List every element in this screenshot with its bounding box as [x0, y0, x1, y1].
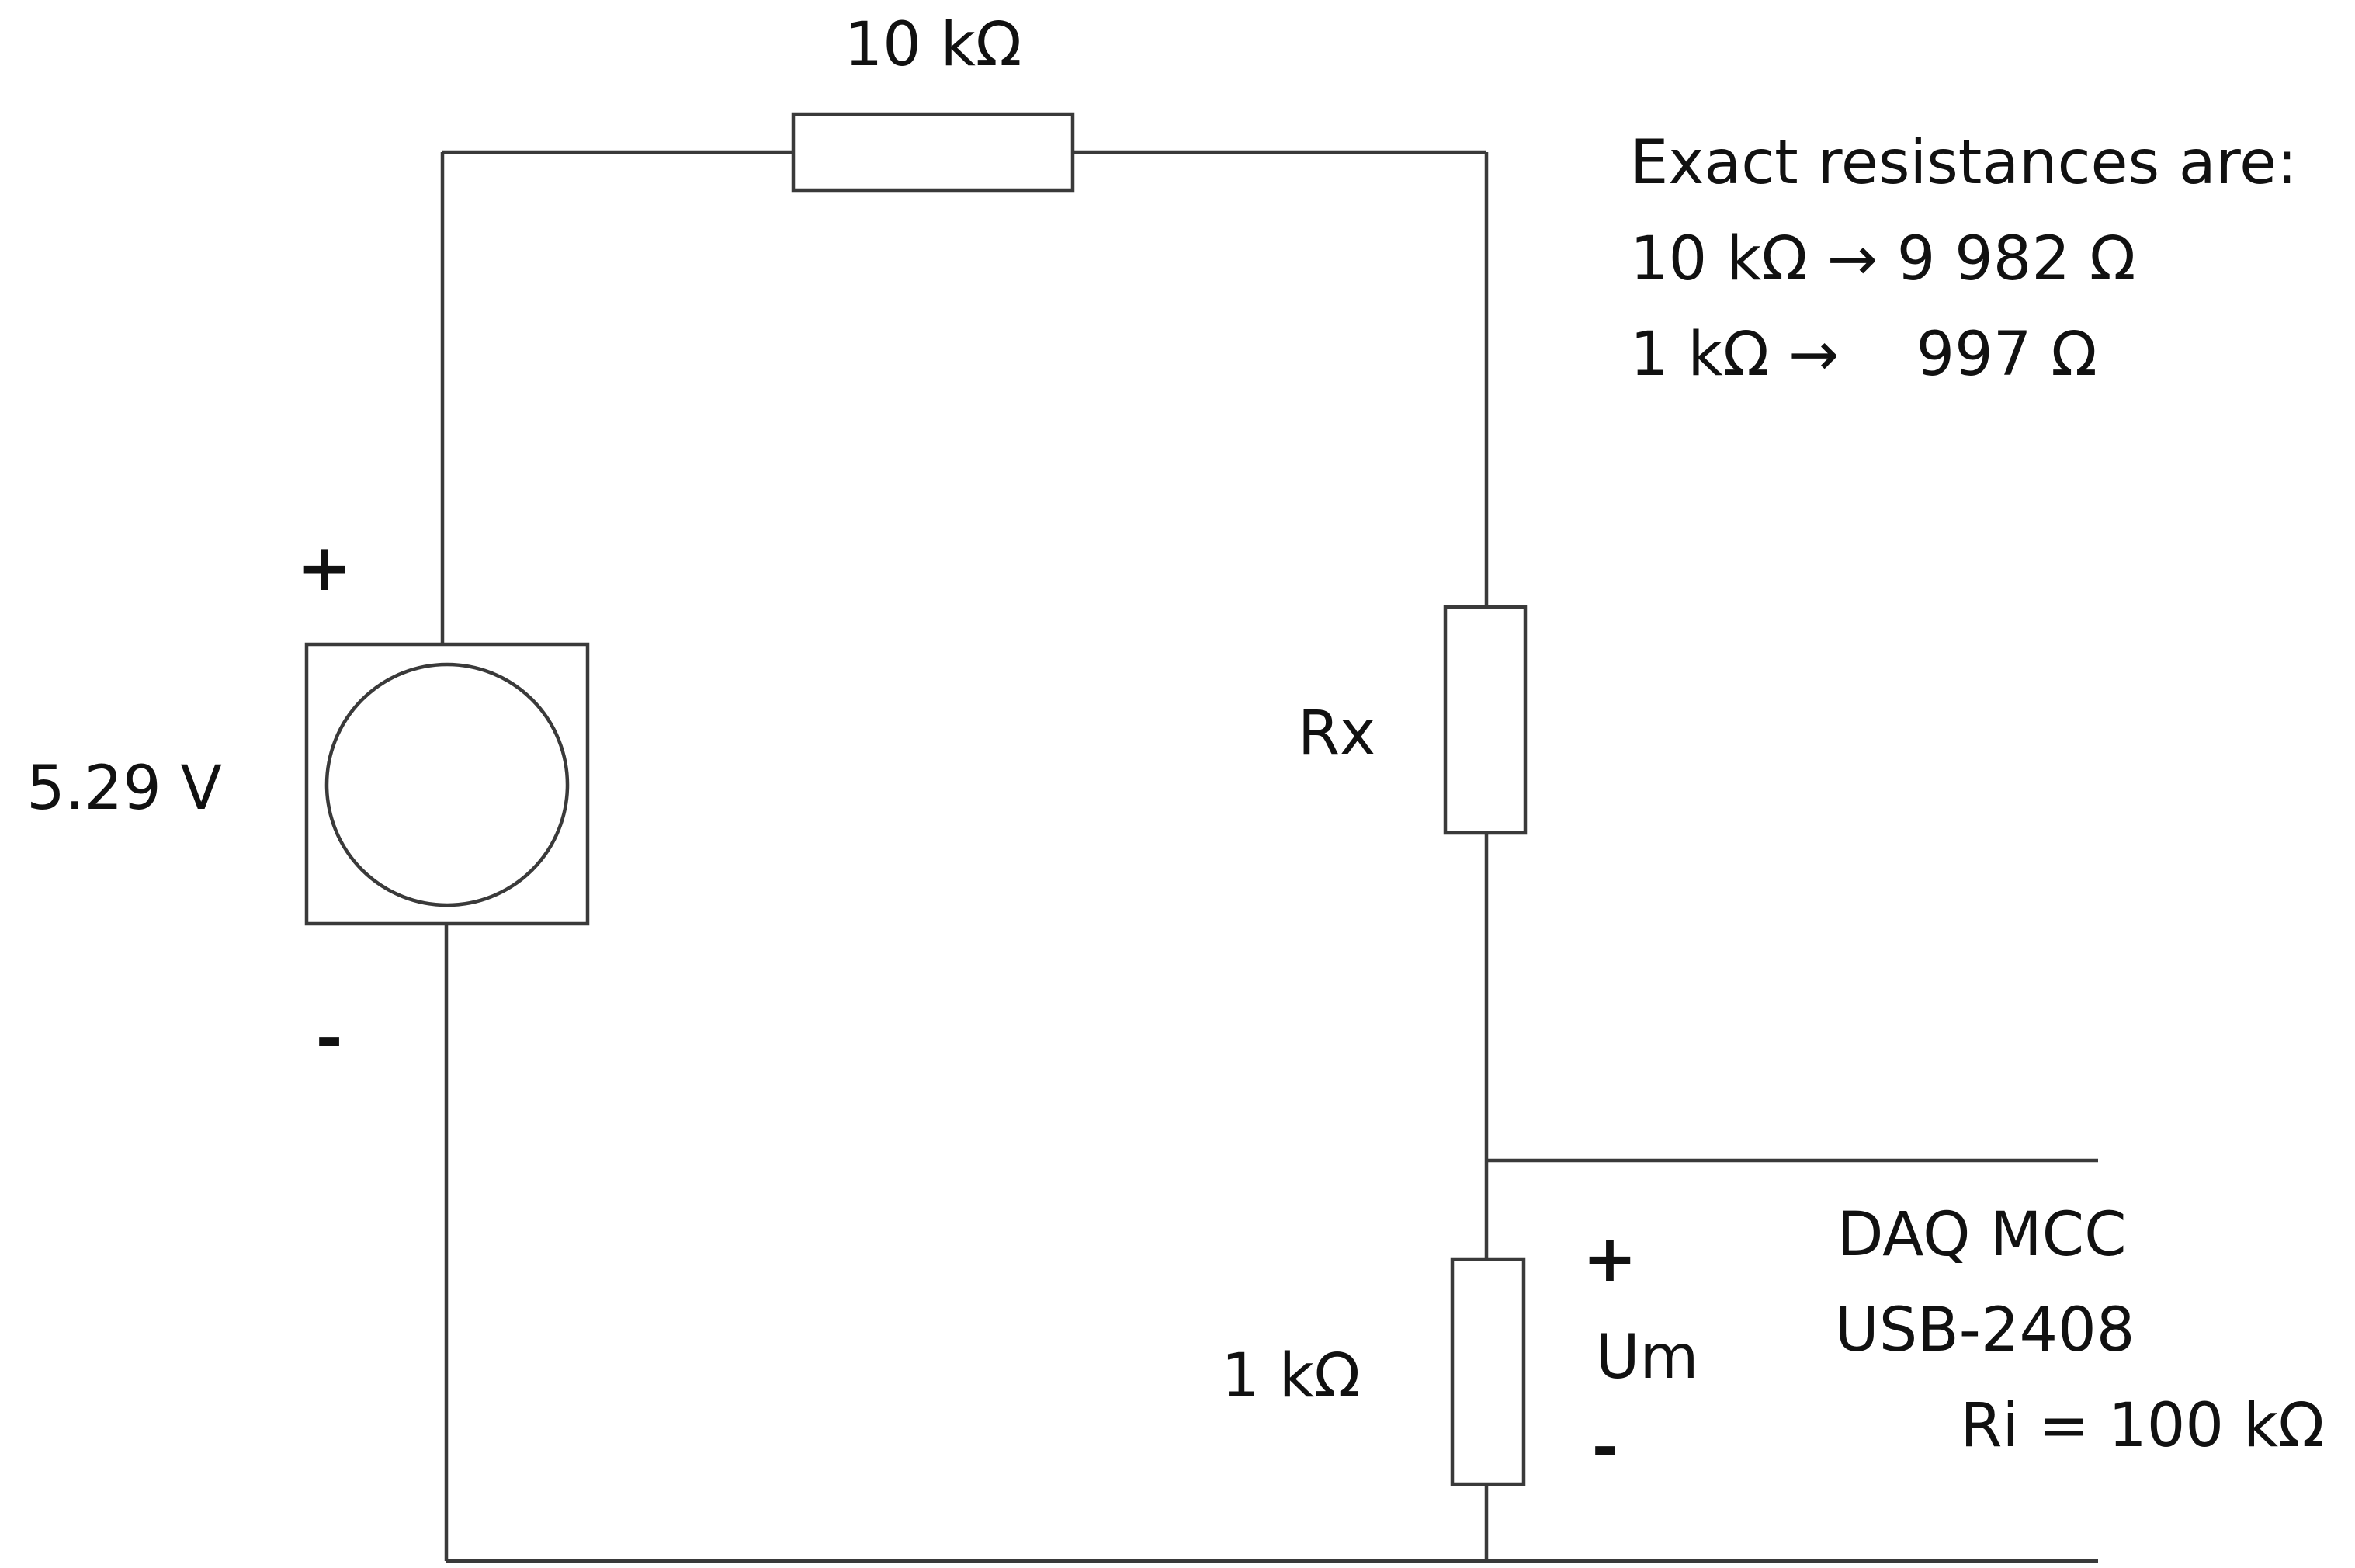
daq-line-3: Ri = 100 kΩ [1960, 1391, 2324, 1461]
source-voltage-label: 5.29 V [26, 754, 222, 824]
exact-resistance-note: Exact resistances are: 10 kΩ → 9 982 Ω 1… [1630, 128, 2297, 390]
resistor-10k-label: 10 kΩ [845, 10, 1022, 80]
note-line-10k: 10 kΩ → 9 982 Ω [1630, 224, 2135, 294]
daq-line-1: DAQ MCC [1836, 1200, 2126, 1270]
note-line-1k: 1 kΩ → 997 Ω [1630, 320, 2097, 390]
source-minus-sign: - [316, 1000, 343, 1076]
voltage-source [304, 642, 590, 926]
resistor-rx-label: Rx [1298, 699, 1375, 768]
note-heading: Exact resistances are: [1630, 128, 2297, 198]
measure-plus-sign: + [1583, 1220, 1637, 1296]
measure-voltage-label: Um [1595, 1323, 1698, 1393]
resistor-rx [1443, 605, 1528, 835]
resistor-10k [791, 112, 1075, 193]
resistor-1k-label: 1 kΩ [1221, 1341, 1360, 1411]
resistor-1k [1450, 1257, 1526, 1486]
daq-line-2: USB-2408 [1835, 1296, 2135, 1365]
voltage-source-circle [324, 662, 570, 907]
source-plus-sign: + [297, 529, 352, 605]
daq-label: DAQ MCC USB-2408 Ri = 100 kΩ [1835, 1200, 2325, 1461]
wires [440, 150, 2098, 1563]
measure-minus-sign: - [1592, 1409, 1619, 1485]
